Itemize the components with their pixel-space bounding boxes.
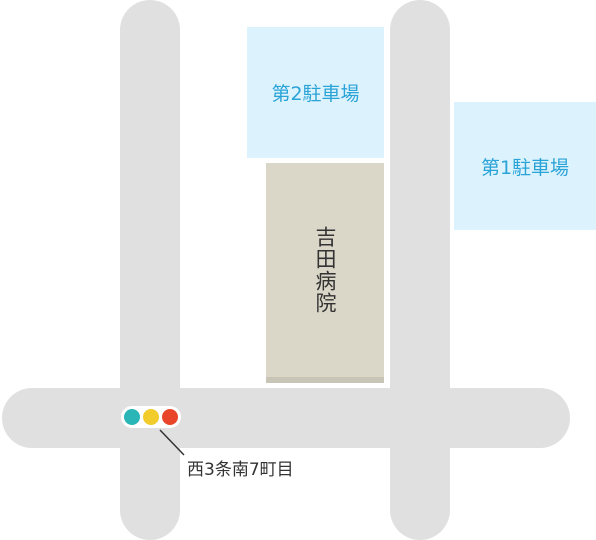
intersection-label: 西3条南7町目: [187, 460, 294, 480]
signal-lamp-green: [124, 409, 140, 425]
hospital-label: 吉田病院: [313, 226, 337, 314]
signal-lamp-red: [162, 409, 178, 425]
parking-lot-1-label: 第1駐車場: [480, 156, 570, 179]
traffic-signal-icon: [121, 406, 181, 428]
road-vertical-left: [120, 0, 180, 540]
road-horizontal: [2, 388, 570, 448]
road-vertical-right: [390, 0, 450, 540]
parking-lot-1: 第1駐車場: [454, 102, 596, 230]
parking-lot-2: 第2駐車場: [247, 27, 384, 158]
parking-lot-2-label: 第2駐車場: [271, 83, 360, 105]
signal-lamp-yellow: [143, 409, 159, 425]
hospital-building: 吉田病院: [266, 163, 384, 383]
